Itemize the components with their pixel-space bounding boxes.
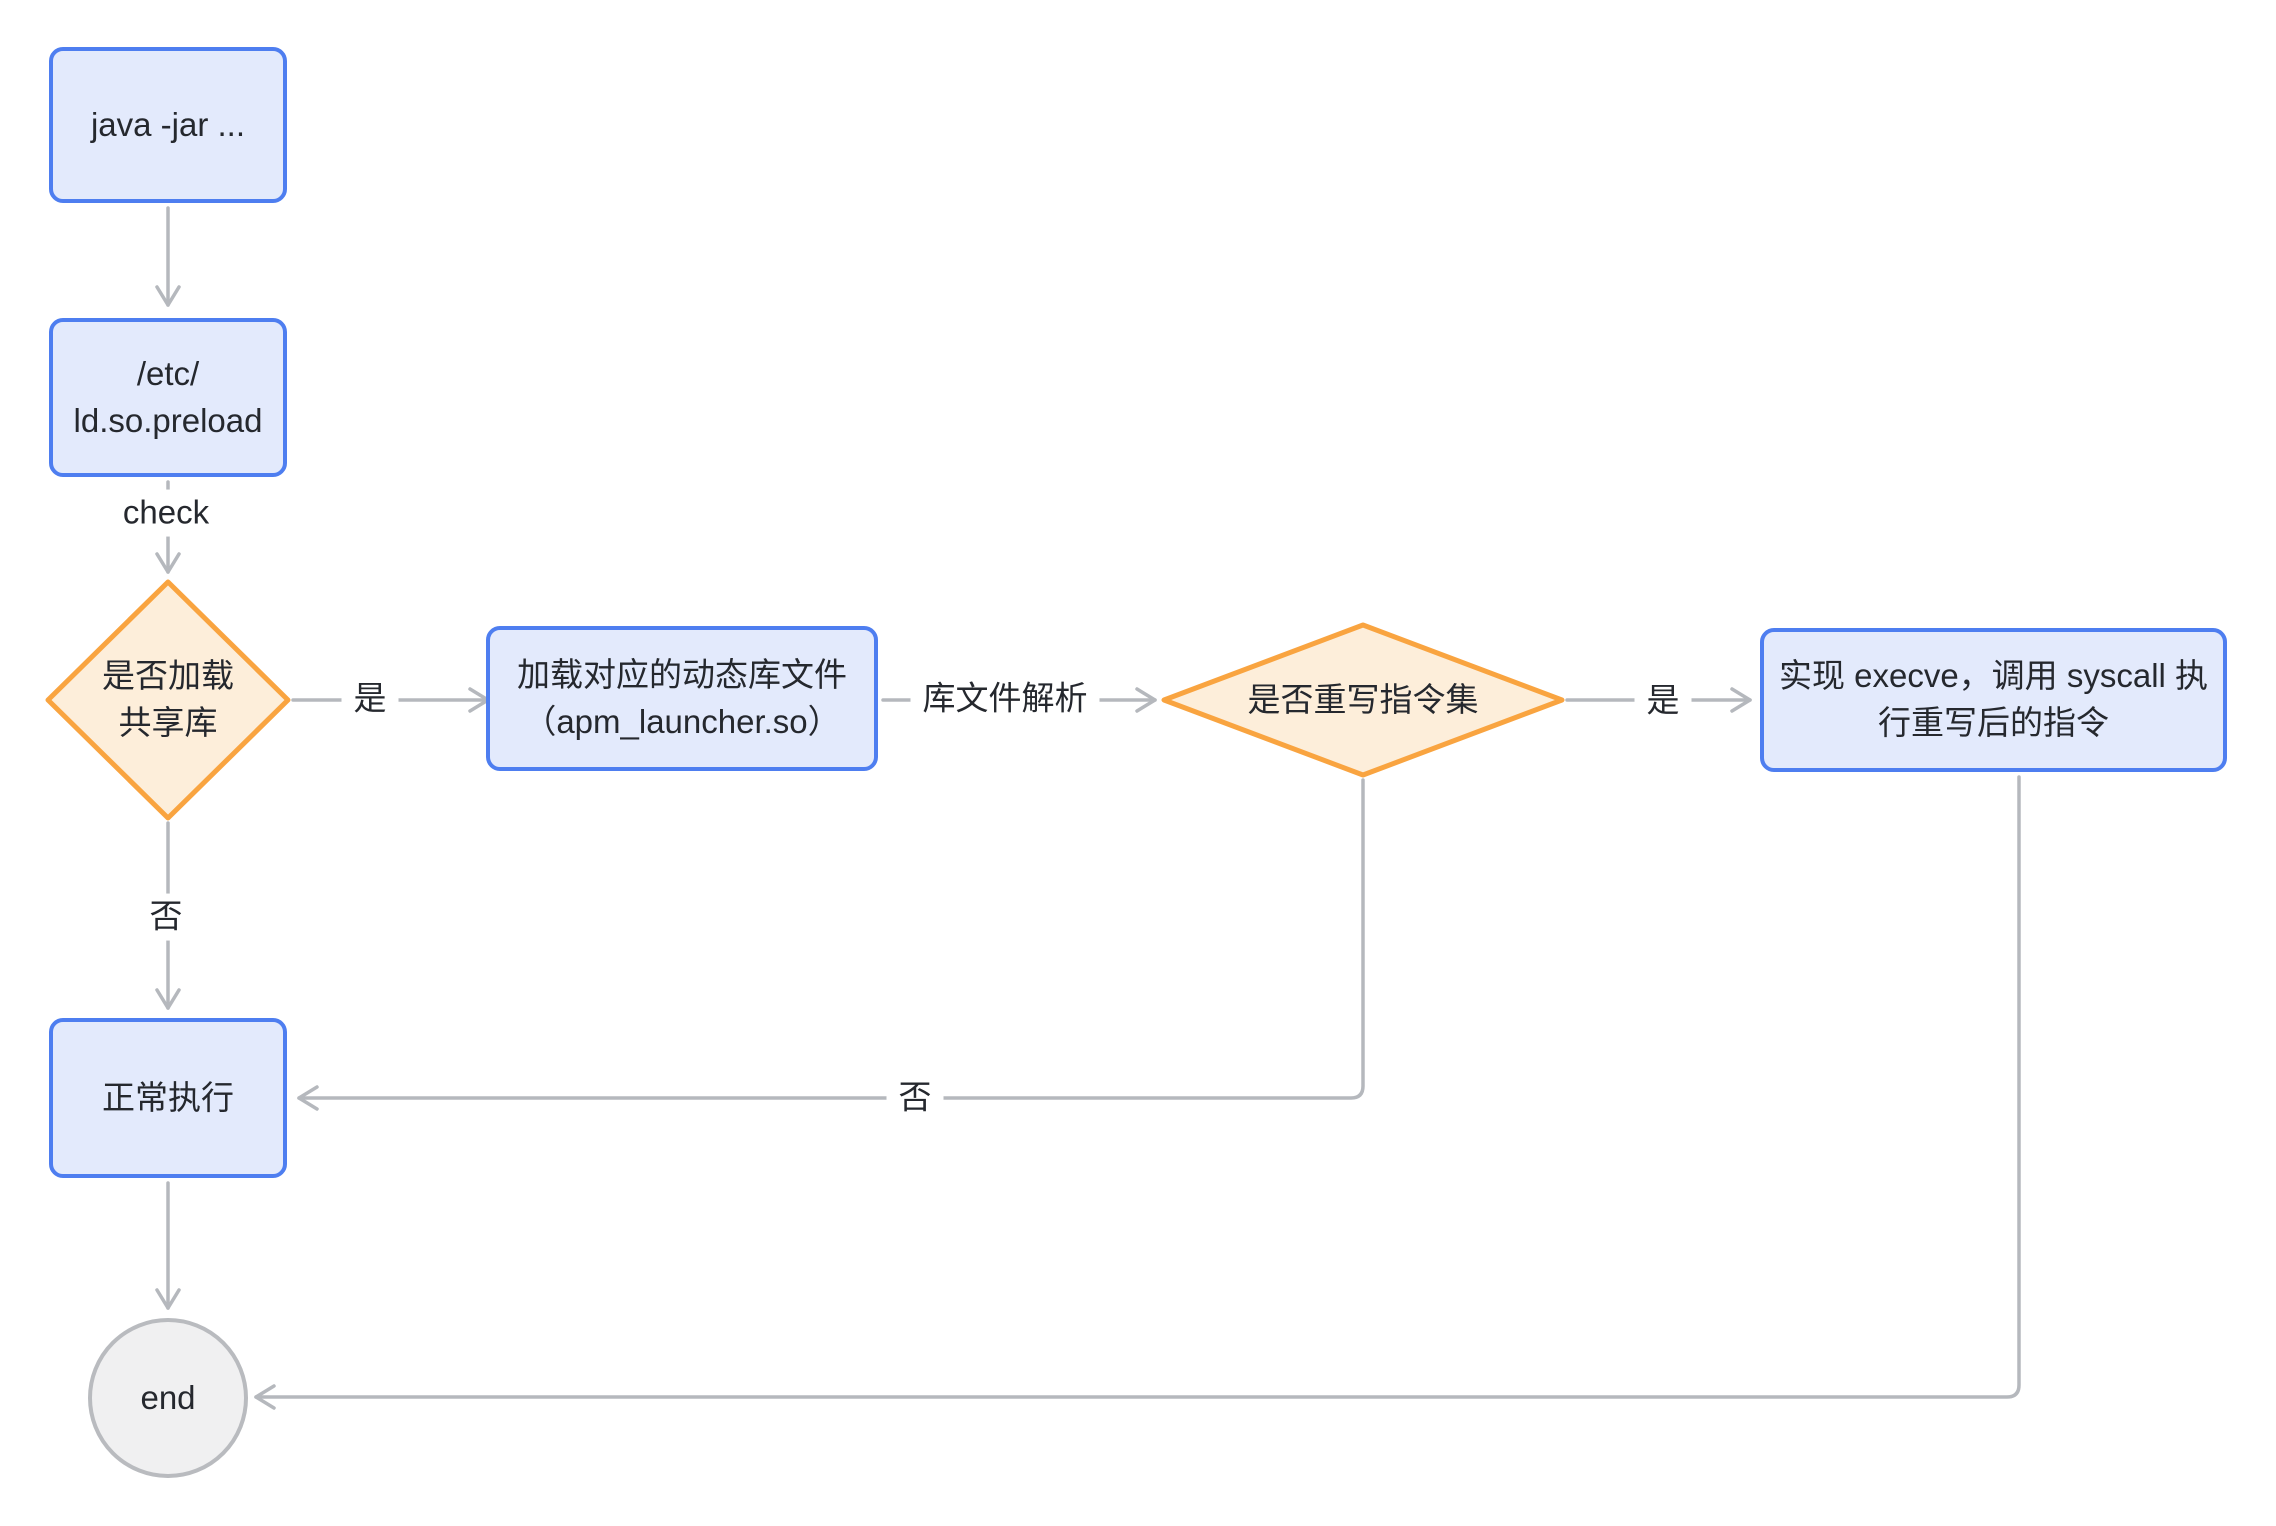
node-java-jar: java -jar ... (49, 47, 287, 203)
node-end: end (88, 1318, 248, 1478)
edge-label-lib-parse: 库文件解析 (910, 675, 1100, 723)
decision-rewrite-inst-shape (1161, 622, 1565, 778)
edge-label-no-2: 否 (886, 1074, 944, 1122)
edge-label-no-1: 否 (137, 893, 195, 941)
node-etc-ld-so-preload: /etc/ ld.so.preload (49, 318, 287, 477)
node-normal-exec: 正常执行 (49, 1018, 287, 1178)
edge-label-check: check (110, 489, 222, 537)
decision-load-shared-shape (45, 579, 291, 821)
edge-label-yes-1: 是 (341, 675, 399, 723)
decision-load-shared-label: 是否加载 共享库 (102, 657, 234, 741)
decision-rewrite-inst-label: 是否重写指令集 (1247, 680, 1479, 718)
edge-rewrite-no (297, 778, 1365, 1111)
edge-exec-to-end (254, 775, 2021, 1410)
node-load-dynamic-lib: 加载对应的动态库文件 （apm_launcher.so） (486, 626, 878, 771)
edge-label-yes-2: 是 (1634, 677, 1692, 725)
node-exec-rewrite: 实现 execve，调用 syscall 执 行重写后的指令 (1760, 628, 2227, 772)
